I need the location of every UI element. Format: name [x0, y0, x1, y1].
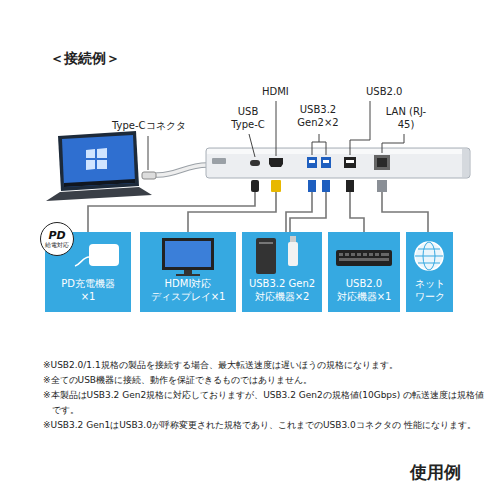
device-box: HDMI対応 ディスプレイ×1 [140, 232, 236, 312]
device-label: ネット ワーク [408, 278, 452, 303]
caption-tag: 使用例 [410, 462, 461, 482]
footnote: ※USB3.2 Gen1はUSB3.0が呼称変更された規格であり、これまでのUS… [43, 418, 488, 433]
device-label: USB3.2 Gen2 対応機器×2 [244, 278, 320, 303]
device-label: HDMI対応 ディスプレイ×1 [144, 278, 232, 303]
heading: ＜接続例＞ [50, 50, 120, 68]
device-box: PD充電機器 ×1 PD給電対応 [45, 232, 131, 312]
device-box: USB2.0 対応機器×1 [328, 232, 400, 312]
notes-block: ※USB2.0/1.1規格の製品を接続する場合、最大転送速度は遅いほうの規格にな… [43, 358, 488, 433]
keyboard-icon [328, 232, 400, 278]
usb-device-icon [242, 232, 322, 278]
port-label: USB3.2 Gen2×2 [296, 104, 340, 129]
network-globe-icon [406, 232, 452, 278]
port-label: USB2.0 [366, 86, 402, 99]
laptop [46, 131, 152, 201]
dock [206, 148, 470, 178]
device-label: USB2.0 対応機器×1 [330, 278, 398, 303]
port-label: LAN (RJ-45) [384, 106, 428, 131]
device-box: ネット ワーク [406, 232, 453, 312]
cables [88, 192, 428, 232]
port-label: USB Type-C [228, 106, 268, 131]
display-icon [140, 232, 236, 278]
device-label: PD充電機器 ×1 [57, 278, 119, 303]
footnote: ※USB2.0/1.1規格の製品を接続する場合、最大転送速度は遅いほうの規格にな… [43, 358, 488, 373]
leader-lines [148, 101, 404, 170]
port-label: HDMI [262, 86, 289, 99]
type-c-plug [142, 172, 156, 179]
pd-badge: PD給電対応 [40, 222, 74, 256]
footnote: ※本製品はUSB3.2 Gen2規格に対応しておりますが、USB3.2 Gen2… [43, 388, 488, 418]
badge-subtext: 給電対応 [45, 242, 69, 249]
connector-label: Type-Cコネクタ [112, 120, 186, 133]
device-box: USB3.2 Gen2 対応機器×2 [242, 232, 322, 312]
footnote: ※全てのUSB機器に接続、動作を保証できるものではありません。 [43, 373, 488, 388]
badge-mark: PD [48, 230, 65, 242]
